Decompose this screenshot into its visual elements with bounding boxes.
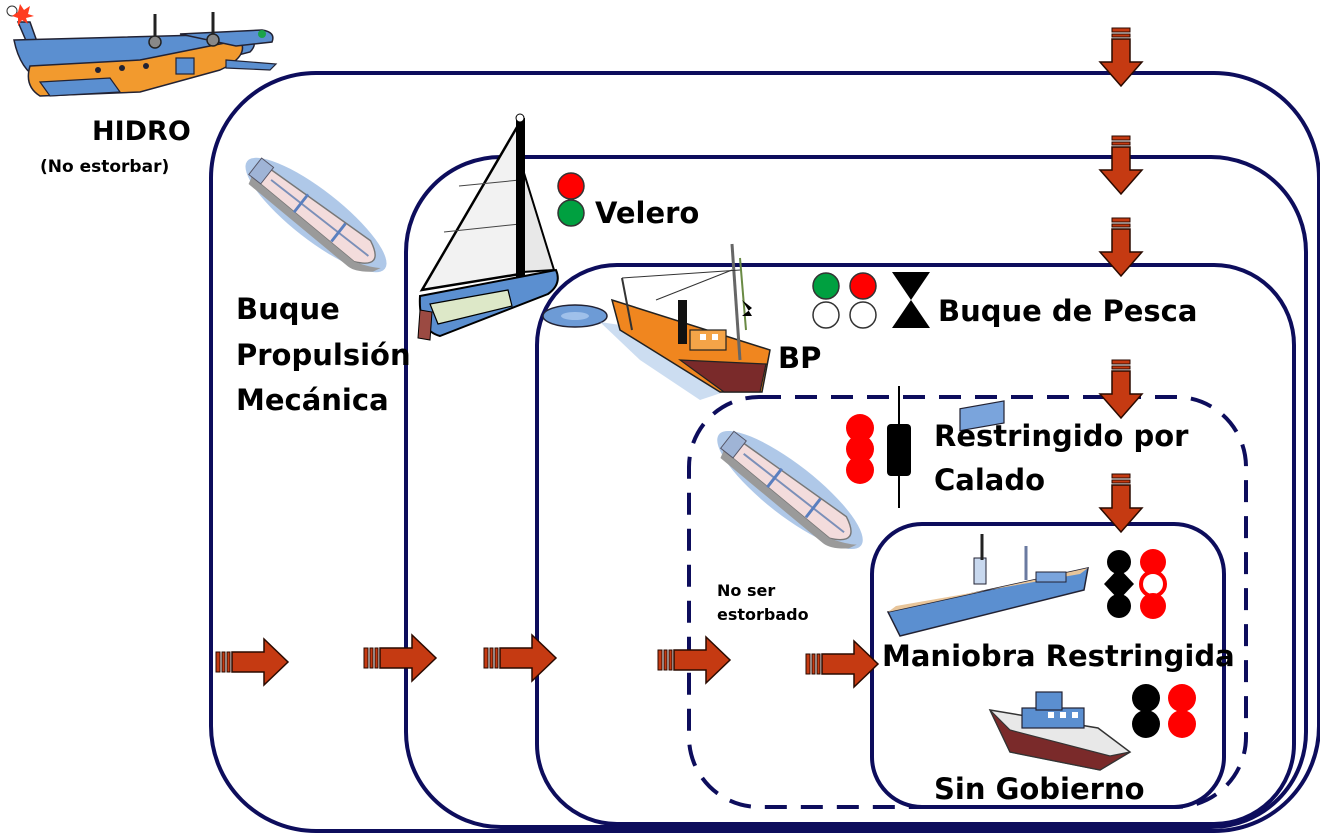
down-arrow-icon <box>1099 359 1143 419</box>
red-light-icon <box>846 456 874 484</box>
black-ball-icon <box>1132 684 1160 712</box>
maniobra-lights <box>1104 549 1167 619</box>
down-arrows <box>1099 27 1143 533</box>
right-arrow-icon <box>483 634 557 682</box>
red-light-icon <box>849 272 877 300</box>
right-arrows <box>215 634 879 688</box>
red-light-icon <box>1140 549 1166 575</box>
green-light-icon <box>557 199 585 227</box>
white-light-icon <box>1139 570 1167 598</box>
label-velero: Velero <box>595 196 700 230</box>
right-arrow-icon <box>657 636 731 684</box>
frame-group <box>209 71 1320 833</box>
label-maniobra: Maniobra Restringida <box>882 639 1235 673</box>
pesca-lights <box>812 272 930 329</box>
label-buque-pm-line3: Mecánica <box>236 383 389 417</box>
down-arrow-icon <box>1099 27 1143 87</box>
label-buque-pm-line1: Buque <box>236 292 340 326</box>
label-hidro: HIDRO <box>92 116 191 147</box>
red-light-icon <box>557 172 585 200</box>
hourglass-shape-icon <box>892 272 930 328</box>
calado-frame <box>687 395 1248 809</box>
dredger-ship-icon <box>886 400 1089 637</box>
label-buque-pesca: Buque de Pesca <box>938 294 1198 328</box>
calado-lights <box>846 386 911 508</box>
right-arrow-icon <box>363 634 437 682</box>
white-light-icon <box>812 301 840 329</box>
velero-frame <box>404 155 1308 829</box>
label-restringido-line1: Restringido por <box>934 419 1189 453</box>
label-bp: BP <box>778 341 822 375</box>
black-ball-icon <box>1107 550 1131 574</box>
label-hidro-note: (No estorbar) <box>40 157 170 177</box>
red-light-icon <box>1168 710 1196 738</box>
sailboat-icon <box>417 113 559 341</box>
red-light-icon <box>846 414 874 442</box>
sin-gobierno-lights <box>1132 684 1196 738</box>
right-arrow-icon <box>215 638 289 686</box>
black-ball-icon <box>1132 710 1160 738</box>
white-light-icon <box>849 301 877 329</box>
black-ball-icon <box>1107 594 1131 618</box>
fishing-boat-icon <box>542 243 771 400</box>
velero-lights <box>557 172 585 227</box>
label-restringido-line2: Calado <box>934 463 1046 497</box>
label-sin-gobierno: Sin Gobierno <box>934 772 1145 806</box>
pesca-frame <box>535 263 1296 826</box>
cylinder-shape-icon <box>887 424 911 476</box>
right-arrow-icon <box>805 640 879 688</box>
seaplane-icon <box>6 4 278 97</box>
green-light-icon <box>812 272 840 300</box>
red-light-icon <box>1168 684 1196 712</box>
label-buque-pm-line2: Propulsión <box>236 338 411 372</box>
label-no-ser-line1: No ser <box>717 581 776 600</box>
down-arrow-icon <box>1099 135 1143 195</box>
tug-boat-icon <box>988 691 1132 771</box>
tanker-ship-icon <box>230 140 402 290</box>
down-arrow-icon <box>1099 217 1143 277</box>
red-light-icon <box>846 435 874 463</box>
red-light-icon <box>1140 593 1166 619</box>
label-no-ser-line2: estorbado <box>717 605 809 624</box>
outer-frame <box>209 71 1320 833</box>
diamond-shape-icon <box>1104 568 1134 600</box>
